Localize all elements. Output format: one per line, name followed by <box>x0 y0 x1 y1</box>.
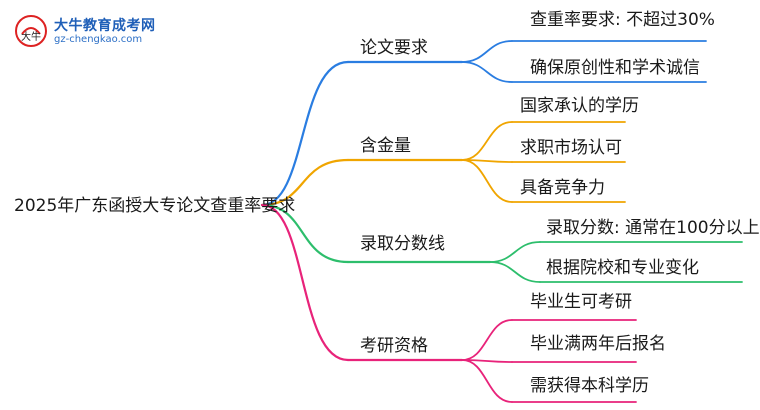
leaf-connector <box>461 359 513 403</box>
branch-label: 考研资格 <box>360 336 428 356</box>
branch-label: 含金量 <box>360 136 411 156</box>
leaf-label: 求职市场认可 <box>520 138 622 158</box>
leaf-connector <box>461 61 513 83</box>
leaf-label: 确保原创性和学术诚信 <box>530 58 700 78</box>
leaf-connector <box>489 241 541 263</box>
svg-text:大牛: 大牛 <box>21 30 41 43</box>
branch-connector <box>260 203 350 362</box>
leaf-label: 国家承认的学历 <box>520 96 639 116</box>
branch-label: 论文要求 <box>360 38 428 58</box>
leaf-label: 根据院校和专业变化 <box>546 258 699 278</box>
leaf-label: 查重率要求: 不超过30% <box>530 10 715 30</box>
root-topic: 2025年广东函授大专论文查重率要求 <box>14 196 296 216</box>
logo-name: 大牛教育成考网 <box>54 18 156 34</box>
leaf-label: 具备竞争力 <box>520 178 605 198</box>
leaf-connector <box>489 261 541 283</box>
leaf-label: 毕业生可考研 <box>530 292 632 312</box>
branch-connector <box>260 203 350 264</box>
site-logo[interactable]: 大牛 大牛教育成考网 gz-chengkao.com <box>14 14 194 50</box>
leaf-connector <box>461 40 513 63</box>
branch-connector <box>260 158 350 207</box>
leaf-connector <box>461 159 513 203</box>
branch-connector <box>260 60 350 207</box>
branch-label: 录取分数线 <box>360 234 445 254</box>
leaf-label: 需获得本科学历 <box>530 376 649 396</box>
leaf-connector <box>461 121 513 161</box>
logo-url: gz-chengkao.com <box>54 34 143 45</box>
leaf-label: 录取分数: 通常在100分以上 <box>546 218 760 238</box>
leaf-connector <box>461 319 513 361</box>
logo-badge-icon: 大牛 <box>15 15 47 47</box>
leaf-label: 毕业满两年后报名 <box>530 334 666 354</box>
